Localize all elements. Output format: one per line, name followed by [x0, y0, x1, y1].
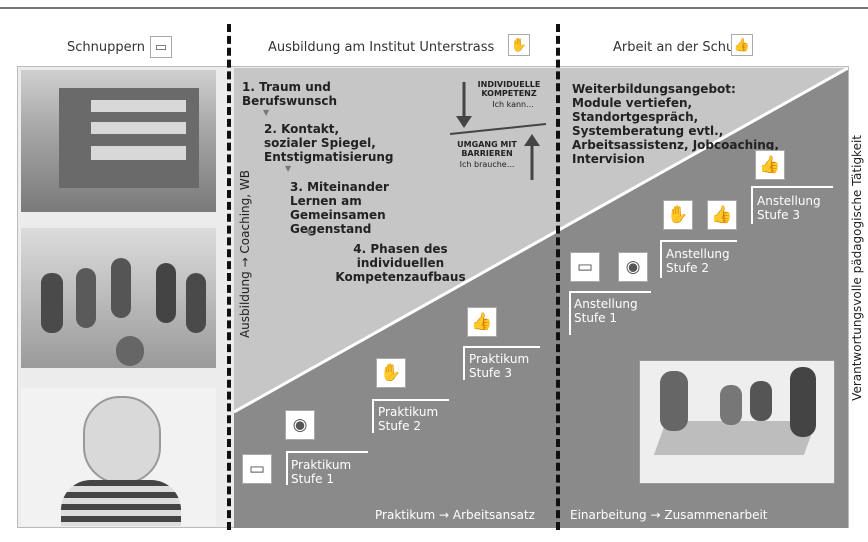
praktikum-step-2 — [372, 399, 449, 433]
photo-building — [21, 70, 216, 212]
door-sign-icon: ▭ — [242, 454, 272, 484]
photo-classroom — [639, 360, 835, 484]
praktikum-step-3 — [463, 346, 540, 380]
competence-barriers-sub: Ich brauche... — [459, 160, 515, 169]
footer-einarbeitung: Einarbeitung → Zusammenarbeit — [570, 508, 768, 522]
anstellung-2-line1: Anstellung — [666, 247, 730, 261]
anstellung-step-3 — [751, 186, 833, 224]
door-sign-icon: ▭ — [150, 36, 172, 58]
raised-hand-icon: ✋ — [376, 358, 406, 388]
praktikum-step-1 — [286, 451, 368, 485]
vertical-label-ausbildung: Ausbildung → Coaching, WB — [238, 170, 252, 339]
separator-left — [227, 24, 231, 530]
praktikum-1-line1: Praktikum — [291, 458, 352, 472]
anstellung-1-line2: Stufe 1 — [574, 311, 617, 325]
anstellung-3-line2: Stufe 3 — [757, 208, 800, 222]
thumbs-up-icon: 👍 — [731, 34, 753, 56]
footer-praktikum: Praktikum → Arbeitsansatz — [375, 508, 535, 522]
header-ausbildung: Ausbildung am Institut Unterstrass — [268, 40, 495, 55]
anstellung-2-line2: Stufe 2 — [666, 261, 709, 275]
praktikum-2-line2: Stufe 2 — [378, 419, 421, 433]
praktikum-3-line2: Stufe 3 — [469, 366, 512, 380]
step-arrow-icon: ▼ — [306, 228, 313, 237]
eye-icon: ◉ — [285, 410, 315, 440]
training-step-2: 2. Kontakt, sozialer Spiegel, Entstigmat… — [264, 122, 394, 164]
raised-hand-icon: ✋ — [508, 34, 530, 56]
vertical-label-taetigkeit: Verantwortungsvolle pädagogische Tätigke… — [850, 135, 864, 401]
header-arbeit: Arbeit an der Schule — [613, 40, 746, 55]
step-arrow-icon: ▼ — [263, 108, 270, 117]
step-arrow-icon: ▼ — [285, 164, 292, 173]
anstellung-step-2 — [660, 240, 737, 278]
praktikum-3-line1: Praktikum — [469, 352, 530, 366]
competence-arrows — [450, 82, 547, 180]
raised-hand-icon: ✋ — [663, 200, 693, 230]
anstellung-3-line1: Anstellung — [757, 194, 821, 208]
training-step-3: 3. Miteinander Lernen am Gemeinsamen Geg… — [290, 180, 389, 236]
photo-group-circle — [21, 228, 216, 368]
training-step-1: 1. Traum und Berufswunsch — [242, 80, 338, 108]
praktikum-1-line2: Stufe 1 — [291, 472, 334, 486]
competence-barriers: UMGANG MIT BARRIEREN — [457, 140, 517, 158]
anstellung-step-1 — [569, 291, 651, 335]
top-rule — [0, 7, 868, 9]
praktikum-2-line1: Praktikum — [378, 405, 439, 419]
eye-icon: ◉ — [618, 252, 648, 282]
photo-child-portrait — [21, 388, 216, 526]
competence-individual-sub: Ich kann... — [492, 100, 534, 109]
thumbs-up-icon: 👍 — [755, 150, 785, 180]
competence-individual: INDIVIDUELLE KOMPETENZ — [477, 80, 541, 98]
anstellung-1-line1: Anstellung — [574, 297, 638, 311]
door-sign-icon: ▭ — [570, 252, 600, 282]
weiterbildung-text: Weiterbildungsangebot: Module vertiefen,… — [572, 82, 779, 166]
separator-right — [556, 24, 560, 530]
header-schnuppern: Schnuppern — [67, 40, 145, 55]
thumbs-up-icon: 👍 — [467, 307, 497, 337]
training-step-4: 4. Phasen des individuellen Kompetenzauf… — [335, 242, 466, 284]
thumbs-up-icon: 👍 — [707, 200, 737, 230]
